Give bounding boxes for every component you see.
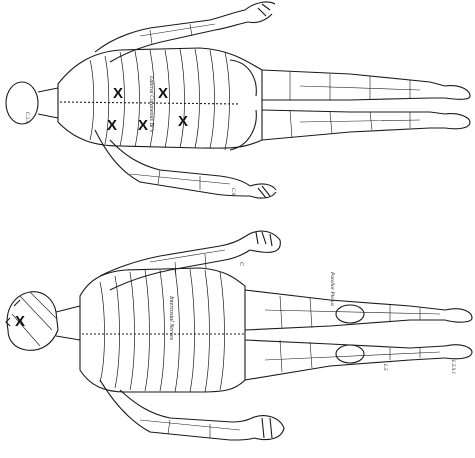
anterior-lower-hand [252, 416, 284, 440]
heel-label: L.5.S.1 [450, 359, 455, 374]
posterior-scalp-label: C.2.3 [24, 112, 29, 123]
posterior-upper-leg [262, 70, 445, 100]
posterior-feet [445, 86, 470, 129]
tip-label: L.5 [382, 363, 387, 371]
posterior-leg-lines [290, 72, 420, 138]
anterior-region-label: Intercostal Nerves [168, 295, 174, 341]
anterior-neck [56, 306, 80, 340]
posterior-buttocks [230, 60, 256, 150]
posterior-hand-label: C.6 [230, 188, 235, 196]
x-marker: X [158, 85, 168, 102]
anterior-upper-hand [246, 231, 280, 252]
posterior-region-label: Lateral Cutaneous Br's [148, 75, 154, 133]
hand-label: C [238, 262, 244, 267]
anterior-rib-lines [100, 269, 225, 392]
x-marker: X [138, 117, 148, 134]
patellar-plexus-label: Patellar Plexus [329, 271, 335, 306]
posterior-body [6, 2, 470, 198]
anterior-knee-upper [336, 305, 364, 323]
x-marker: X [15, 313, 25, 330]
anterior-feet [445, 309, 472, 359]
posterior-upper-hand [245, 2, 275, 23]
x-marker: X [113, 85, 123, 102]
posterior-upper-arm [95, 10, 248, 62]
x-marker: X [107, 117, 117, 134]
anterior-knee-lower [336, 345, 364, 363]
x-marker: X [178, 113, 188, 130]
posterior-lower-leg [262, 110, 445, 140]
anterior-limb-lines [140, 250, 440, 438]
posterior-head [6, 82, 38, 124]
posterior-lower-hand [250, 184, 276, 198]
figure-labels: Lateral Cutaneous Br's C.2.3 C.6 Interco… [24, 75, 455, 374]
posterior-neck [38, 88, 58, 118]
